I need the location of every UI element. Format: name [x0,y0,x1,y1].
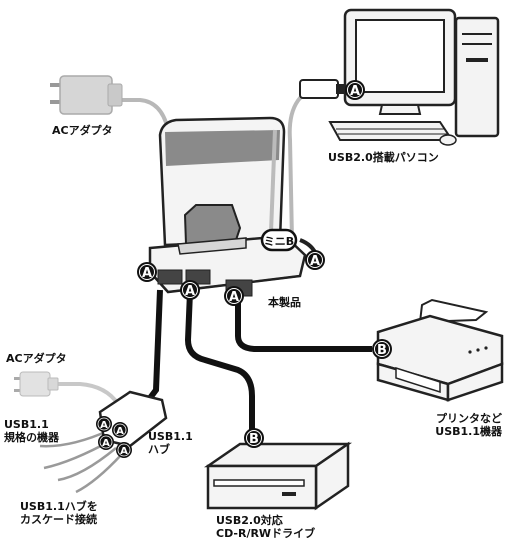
svg-text:A: A [185,284,195,299]
connector-a-pc: A [345,80,365,100]
cd-drive-icon [203,441,353,511]
connector-a-port1: A [137,262,157,282]
label-drive-line1: USB2.0対応 [216,514,283,527]
svg-text:A: A [142,266,152,281]
product-device [148,116,307,297]
connector-a-hub-4: A [116,442,132,458]
connector-a-hub-1: A [96,416,112,432]
svg-text:A: A [229,290,239,305]
usb-plug-pc [299,79,344,99]
connector-b-drive: B [244,428,264,448]
svg-text:A: A [116,426,124,437]
label-drive-line2: CD-R/RWドライブ [216,527,316,540]
label-usb11-device-line2: 規格の機器 [4,431,59,444]
label-ac-adapter-top: ACアダプタ [52,124,113,137]
svg-text:A: A [102,438,110,449]
label-drive: USB2.0対応 CD-R/RWドライブ [216,514,315,540]
label-cascade-line1: USB1.1ハブを [20,500,98,513]
connector-a-right: A [305,250,325,270]
hub-cable [147,289,163,400]
connector-a-port3: A [224,286,244,306]
label-usb11-device-line1: USB1.1 [4,418,49,431]
svg-text:B: B [377,343,387,358]
label-ac-adapter-left: ACアダプタ [6,352,67,365]
label-product: 本製品 [268,296,301,309]
ac-adapter-left-icon [14,371,59,397]
label-hub-line1: USB1.1 [148,430,193,443]
printer-icon [376,298,504,402]
printer-cable [235,300,372,352]
connector-mini-b: ミニB [260,228,298,252]
connector-a-hub-2: A [112,422,128,438]
label-cascade-line2: カスケード接続 [20,513,97,526]
label-printer-line2: USB1.1機器 [435,425,502,438]
label-hub: USB1.1 ハブ [148,430,193,456]
svg-text:ミニB: ミニB [264,235,294,248]
connector-b-printer: B [372,339,392,359]
svg-text:B: B [249,432,259,447]
svg-text:A: A [120,446,128,457]
connector-a-port2: A [180,280,200,300]
connector-a-hub-3: A [98,434,114,450]
svg-text:A: A [310,254,320,269]
label-pc: USB2.0搭載パソコン [328,151,439,164]
ac-cord-left [56,382,120,406]
label-hub-line2: ハブ [148,443,170,456]
label-printer-line1: プリンタなど [436,412,502,425]
pc-icon [328,8,500,146]
drive-cable [184,291,255,430]
svg-text:A: A [350,84,360,99]
svg-text:A: A [100,420,108,431]
ac-adapter-top-icon [50,75,123,115]
label-usb11-device: USB1.1 規格の機器 [4,418,59,444]
cascade-cords [39,428,123,494]
label-printer: プリンタなど USB1.1機器 [400,412,502,438]
label-cascade: USB1.1ハブを カスケード接続 [20,500,98,526]
